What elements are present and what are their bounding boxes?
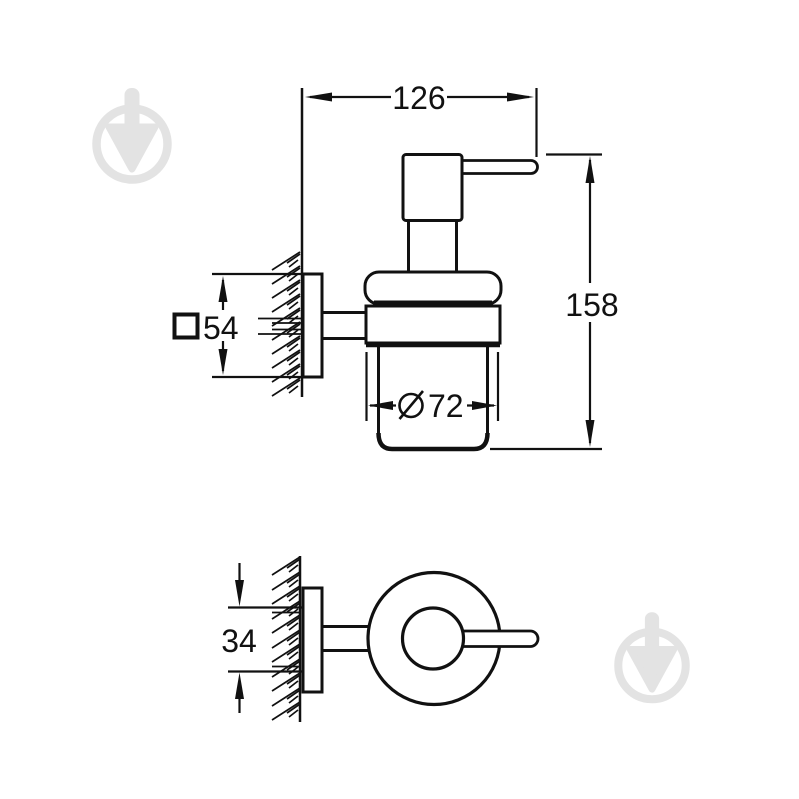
arrowhead-up-icon [235,672,244,699]
holder-ring [364,304,502,345]
screw-anchor-marks [258,317,301,335]
side-view: 126 158 54 72 [172,80,619,452]
watermark-trowel-in-circle-icon-top-left [97,88,168,180]
dimension-label-plate: 54 [203,310,239,346]
arrowhead-down-icon [585,420,595,447]
diameter-symbol-icon [398,392,424,419]
extension-lines [365,352,500,421]
extension-lines [212,272,322,379]
arrowhead-left-icon [305,92,332,102]
arrowhead-right-icon [507,92,534,102]
dimension-screw-hole-spacing: 34 [221,563,257,713]
mount-plate [301,272,324,379]
dimension-label-screw-spacing: 34 [221,623,257,659]
arrowhead-down-icon [218,349,228,375]
dimension-glass-diameter: 72 [365,352,500,424]
glass-bottom [376,432,490,452]
arrowhead-left-icon [368,401,393,410]
dimension-overall-height: 158 [490,153,619,451]
pump-spout [453,629,540,648]
diameter-symbol-slash [398,390,424,420]
dimension-label-height: 158 [565,287,618,323]
dimension-overall-width: 126 [305,80,538,157]
bottle-collar [363,270,503,306]
dimension-label-width: 126 [392,80,445,116]
pump-head [401,153,464,222]
mount-plate [301,586,324,694]
dimension-mount-plate: 54 [172,272,322,379]
arrowhead-up-icon [585,156,595,183]
arrowhead-right-icon [472,401,497,410]
arrowhead-up-icon [218,276,228,302]
wall-hatching-diagonals [271,556,301,721]
holder-arm [322,625,370,652]
pump-head-inner-circle [400,606,466,671]
screw-anchor-marks [272,611,301,668]
square-symbol-icon [172,312,200,340]
holder-arm [322,311,366,340]
screw-spacing-extension-lines [228,606,303,673]
watermark-trowel-in-circle-icon-bottom-right [618,612,685,699]
arrowhead-down-icon [235,580,244,607]
bottom-view: 34 [221,556,540,722]
pump-spout [450,159,539,175]
glass-walls [377,346,489,436]
dimension-label-diameter: 72 [428,388,464,424]
pump-neck [407,220,458,272]
